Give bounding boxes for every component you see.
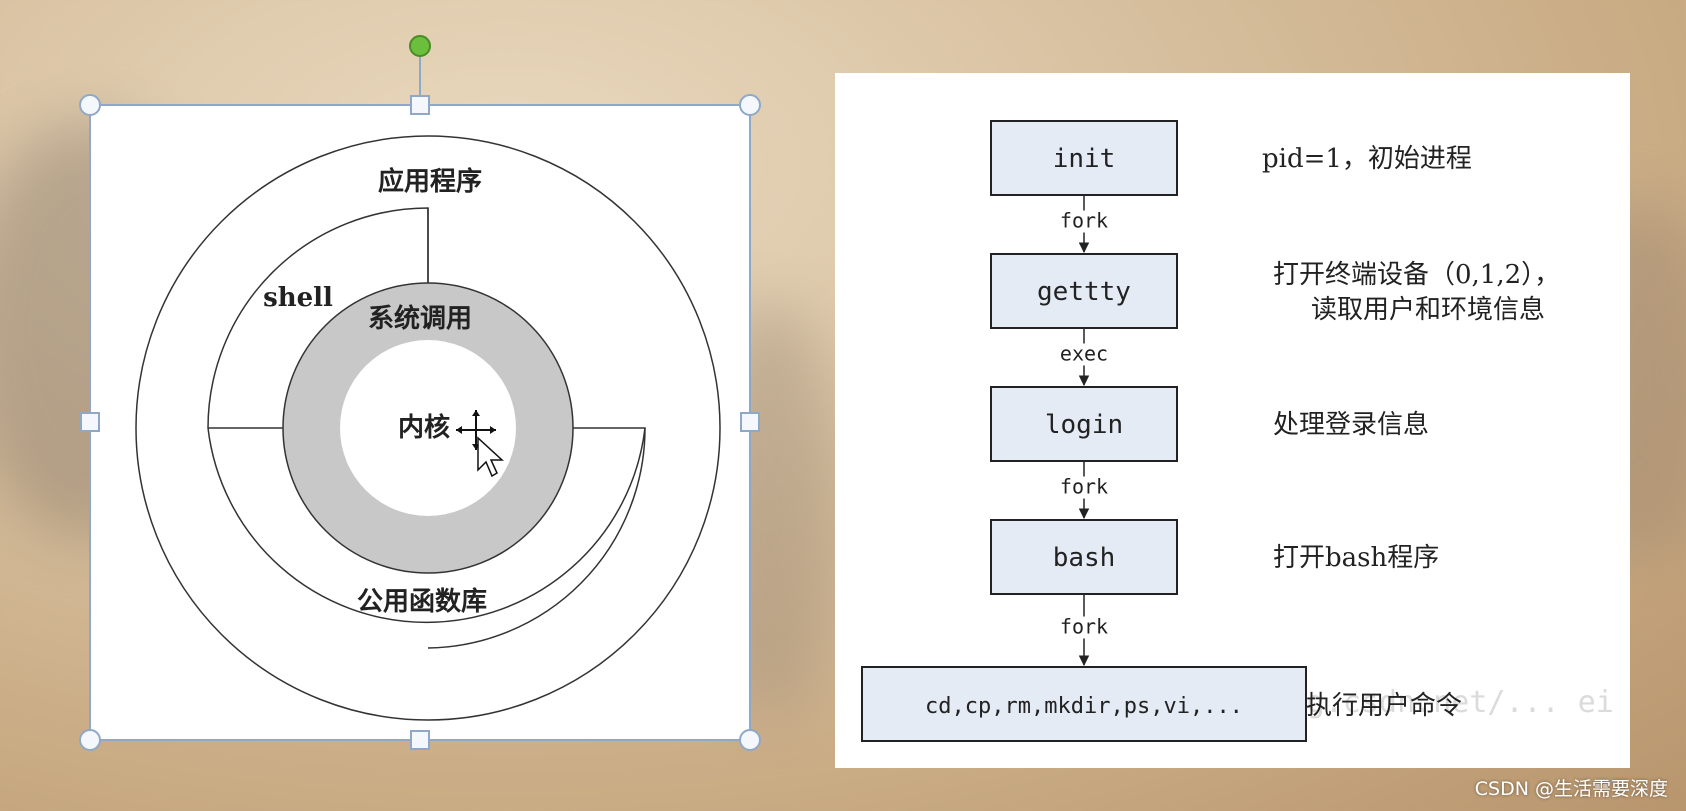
resize-handle-top[interactable] xyxy=(410,95,430,115)
flow-desc-gettty-1: 读取用户和环境信息 xyxy=(1311,295,1545,325)
flow-desc-init-0: pid=1，初始进程 xyxy=(1262,144,1472,174)
final-command-desc: 执行用户命令 xyxy=(1306,691,1462,721)
flow-desc-gettty-0: 打开终端设备（0,1,2）， xyxy=(1273,260,1560,290)
flow-box-bash xyxy=(990,519,1178,595)
shell-label: shell xyxy=(263,283,333,313)
library-label: 公用函数库 xyxy=(357,587,487,617)
flow-desc-login-0: 处理登录信息 xyxy=(1273,410,1429,440)
flow-arrow-label-bg-2 xyxy=(1054,476,1114,499)
resize-handle-left[interactable] xyxy=(80,412,100,432)
right-panel-background xyxy=(835,73,1630,768)
resize-handle-top-right[interactable] xyxy=(739,94,761,116)
flow-box-label-bash: bash xyxy=(1053,543,1116,573)
flow-box-label-gettty: gettty xyxy=(1037,277,1131,307)
outer-ring-label: 应用程序 xyxy=(378,166,482,197)
rotate-handle[interactable] xyxy=(409,35,431,57)
flow-box-label-login: login xyxy=(1045,410,1123,440)
flow-arrow-label-bg-3 xyxy=(1054,616,1114,639)
flow-box-label-init: init xyxy=(1053,144,1116,174)
kernel-core xyxy=(340,340,516,516)
flow-box-login xyxy=(990,386,1178,462)
move-cursor-icon xyxy=(456,410,504,478)
final-command-label: cd,cp,rm,mkdir,ps,vi,... xyxy=(925,694,1243,719)
flow-box-init xyxy=(990,120,1178,196)
csdn-watermark: CSDN @生活需要深度 xyxy=(1474,778,1668,800)
final-command-box xyxy=(861,666,1307,742)
resize-handle-bottom[interactable] xyxy=(410,730,430,750)
outer-ring xyxy=(135,135,721,721)
resize-handle-bottom-left[interactable] xyxy=(79,729,101,751)
flow-desc-bash-0: 打开bash程序 xyxy=(1273,543,1439,573)
flow-arrow-label-3: fork xyxy=(1060,615,1108,639)
flow-arrow-label-1: exec xyxy=(1060,342,1108,366)
flow-arrow-label-bg-1 xyxy=(1054,343,1114,366)
flow-box-gettty xyxy=(990,253,1178,329)
resize-handle-bottom-right[interactable] xyxy=(739,729,761,751)
kernel-label: 内核 xyxy=(398,412,450,443)
shell-region xyxy=(207,207,646,624)
flow-arrow-label-bg-0 xyxy=(1054,210,1114,233)
resize-handle-top-left[interactable] xyxy=(79,94,101,116)
library-region xyxy=(427,427,646,649)
resize-handle-right[interactable] xyxy=(740,412,760,432)
syscall-label: 系统调用 xyxy=(368,303,472,334)
os-layer-diagram[interactable]: 应用程序 shell 系统调用 内核 公用函数库 xyxy=(79,35,761,751)
flow-arrow-label-0: fork xyxy=(1060,209,1108,233)
flow-arrow-label-2: fork xyxy=(1060,475,1108,499)
